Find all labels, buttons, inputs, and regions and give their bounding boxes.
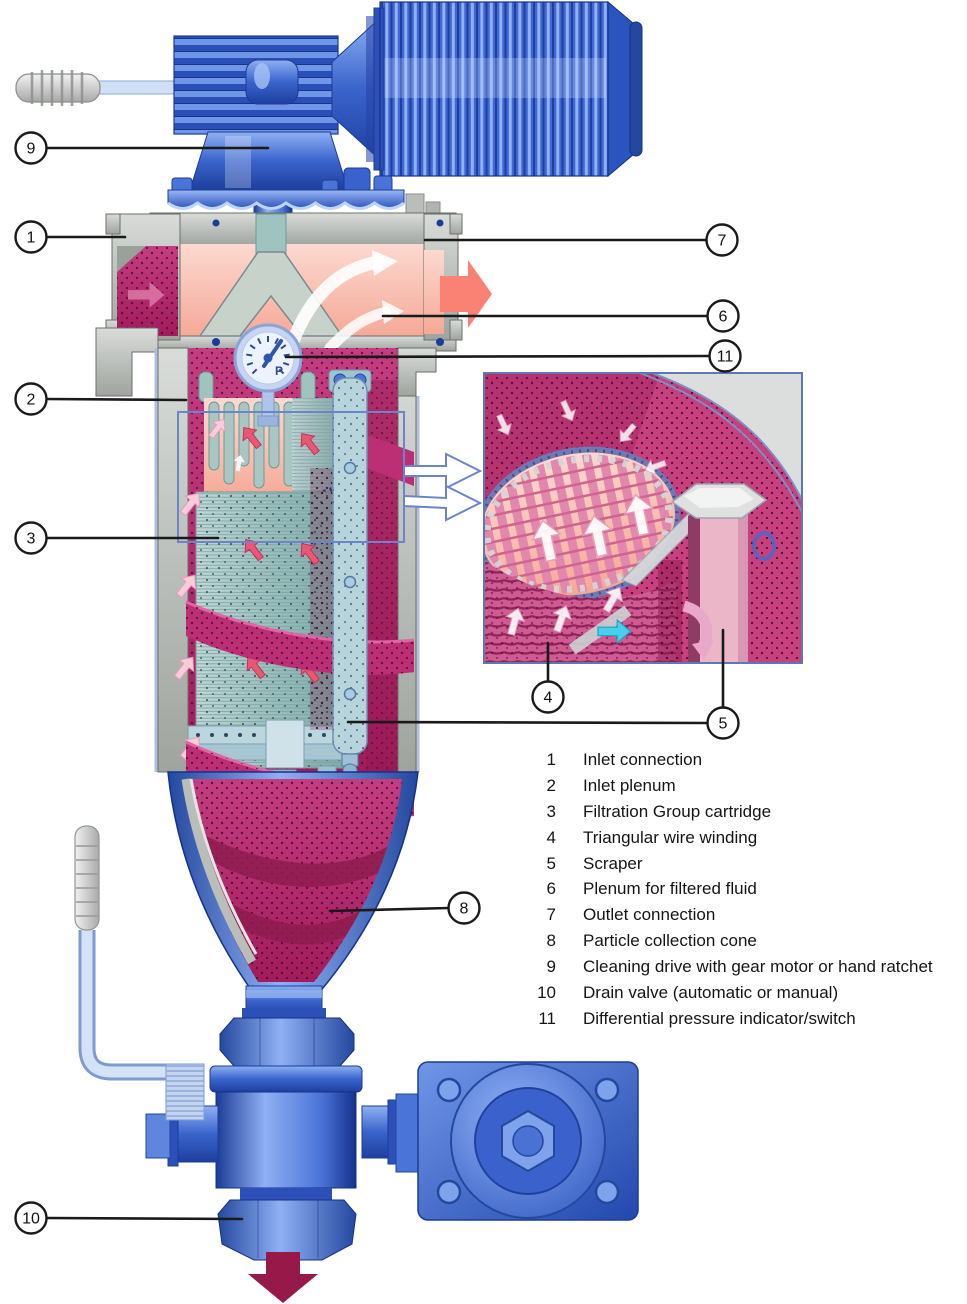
svg-text:6: 6	[719, 309, 728, 326]
gauge-label: P	[275, 364, 283, 378]
legend-item-number: 8	[546, 931, 556, 951]
legend-item: 5 Scraper	[530, 851, 966, 877]
collection-cone	[167, 771, 419, 995]
legend-item-label: Differential pressure indicator/switch	[583, 1008, 856, 1028]
legend-item-number: 10	[537, 983, 556, 1003]
legend-item-label: Filtration Group cartridge	[583, 801, 772, 821]
callout-11: 11	[708, 339, 742, 373]
legend-item: 11 Differential pressure indicator/switch	[530, 1006, 966, 1032]
callout-3: 3	[14, 521, 48, 555]
svg-text:4: 4	[544, 690, 553, 707]
gear-motor	[171, 0, 643, 231]
svg-text:5: 5	[719, 716, 728, 733]
drain-flow-arrow-icon	[248, 1252, 318, 1303]
legend-item-label: Outlet connection	[583, 905, 716, 925]
legend-item: 2 Inlet plenum	[530, 773, 966, 799]
legend-item-number: 4	[546, 827, 556, 847]
vessel-wall-arc	[651, 373, 802, 501]
outlet-flow-arrow-icon	[440, 260, 492, 328]
zoom-arrow-icon	[403, 452, 483, 522]
callout-2: 2	[14, 382, 48, 416]
legend-item-label: Particle collection cone	[583, 931, 757, 951]
legend-item-label: Triangular wire winding	[583, 827, 758, 847]
top-flange	[167, 189, 405, 210]
legend-item-number: 1	[546, 750, 556, 769]
legend-item-number: 5	[546, 853, 556, 873]
svg-text:1: 1	[27, 230, 36, 247]
legend-item-number: 7	[546, 905, 556, 925]
svg-text:2: 2	[27, 392, 36, 409]
callout-1: 1	[14, 220, 48, 254]
scraper-detail	[621, 483, 776, 663]
inlet-flange	[105, 213, 181, 341]
legend-item: 9 Cleaning drive with gear motor or hand …	[530, 954, 966, 980]
callout-leader-lines	[44, 146, 725, 1221]
legend-item-label: Inlet plenum	[583, 775, 676, 795]
scraper-bar	[328, 369, 372, 777]
drain-pipe	[81, 930, 186, 1078]
hand-ratchet	[15, 70, 183, 106]
legend-item-label: Inlet connection	[583, 750, 703, 769]
svg-text:9: 9	[27, 141, 36, 158]
legend-item: 7 Outlet connection	[530, 902, 966, 928]
legend-item-number: 6	[546, 879, 556, 899]
svg-text:11: 11	[717, 349, 734, 366]
legend-item-number: 3	[546, 801, 556, 821]
svg-text:8: 8	[460, 901, 469, 918]
legend-item-label: Cleaning drive with gear motor or hand r…	[583, 957, 933, 977]
callout-7: 7	[705, 223, 739, 257]
legend-item: 6 Plenum for filtered fluid	[530, 876, 966, 902]
legend-item-number: 2	[546, 775, 556, 795]
callout-8: 8	[447, 891, 481, 925]
pressure-gauge: P	[233, 323, 303, 427]
svg-text:7: 7	[718, 233, 727, 250]
drain-actuator	[417, 1061, 639, 1221]
legend-item-label: Drain valve (automatic or manual)	[583, 983, 839, 1003]
legend-item: 10 Drain valve (automatic or manual)	[530, 980, 966, 1006]
svg-text:3: 3	[27, 531, 36, 548]
legend-item-label: Scraper	[583, 853, 643, 873]
callout-6: 6	[706, 299, 740, 333]
legend-item: 3 Filtration Group cartridge	[530, 799, 966, 825]
legend-item: 8 Particle collection cone	[530, 928, 966, 954]
callout-4: 4	[531, 680, 565, 714]
legend-item-number: 9	[546, 957, 556, 977]
housing-top-chamber	[105, 212, 492, 354]
drain-valve	[145, 985, 421, 1261]
legend-item-label: Plenum for filtered fluid	[583, 879, 757, 899]
legend-item: 4 Triangular wire winding	[530, 825, 966, 851]
manual-drain-handle	[74, 825, 205, 1121]
legend: 1 Inlet connection 2 Inlet plenum 3 Filtrat…	[530, 747, 966, 1032]
callout-5: 5	[706, 706, 740, 740]
callout-bubbles: 1 2 3 4 5 6 7 8 9 10 11	[14, 131, 742, 1235]
outlet-flange	[423, 213, 463, 341]
svg-text:10: 10	[22, 1211, 40, 1228]
callout-10: 10	[14, 1201, 48, 1235]
inset-border	[483, 372, 803, 664]
callout-9: 9	[14, 131, 48, 165]
wire-winding-detail	[484, 437, 685, 611]
legend-item-number: 11	[538, 1008, 556, 1028]
legend-item: 1 Inlet connection	[530, 747, 966, 773]
electric-motor	[373, 0, 643, 178]
detail-inset	[483, 372, 803, 664]
